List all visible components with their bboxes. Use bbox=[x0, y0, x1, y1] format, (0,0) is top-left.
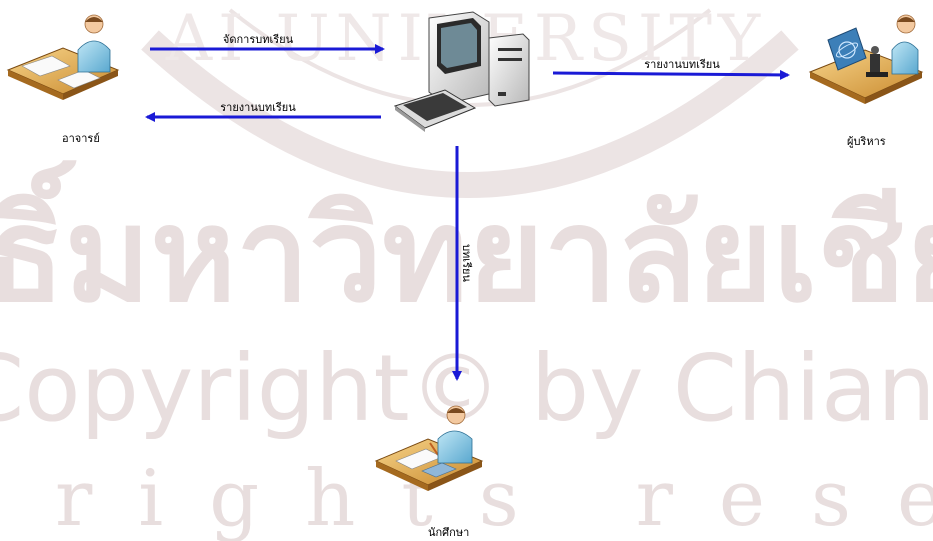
student-writing-icon bbox=[374, 405, 484, 491]
node-label-student: นักศึกษา bbox=[428, 526, 469, 539]
edge-label-lesson-to-student: บทเรียน bbox=[460, 244, 473, 282]
edge-system-to-executive bbox=[552, 69, 790, 80]
node-label-teacher: อาจารย์ bbox=[62, 132, 100, 145]
desktop-computer-icon bbox=[393, 11, 530, 132]
node-label-executive: ผู้บริหาร bbox=[847, 135, 886, 148]
edge-label-report-to-teacher: รายงานบทเรียน bbox=[220, 101, 296, 114]
edge-label-report-to-executive: รายงานบทเรียน bbox=[644, 58, 720, 71]
edge-label-manage-lesson: จัดการบทเรียน bbox=[223, 33, 294, 46]
executive-microscope-icon bbox=[808, 14, 924, 104]
teacher-at-desk-icon bbox=[6, 14, 120, 100]
